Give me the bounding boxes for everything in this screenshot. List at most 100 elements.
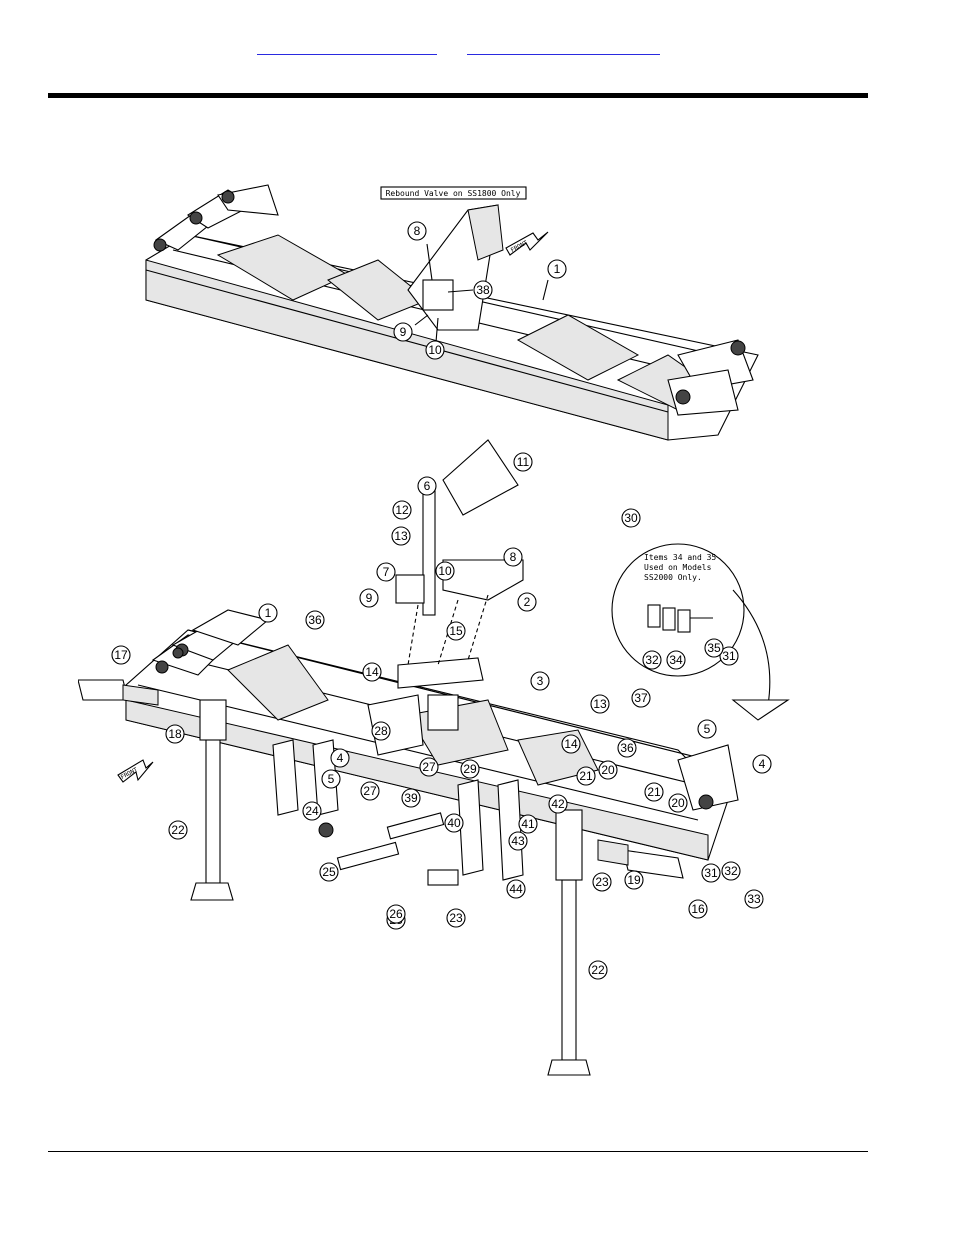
callout-bubble [444,813,464,833]
callout-bubble [752,754,772,774]
callout-bubble [376,562,396,582]
callout-bubble [386,904,406,924]
callout-bubble [666,650,686,670]
items-note-line2: Used on Models [644,563,712,572]
callout-bubble [517,592,537,612]
callout-bubble [392,500,412,520]
callout-bubble [697,719,717,739]
callout-bubble [721,861,741,881]
callout-11: 11 [517,455,530,469]
callout-bubble [530,671,550,691]
callout-19: 19 [627,873,641,887]
callout-10: 10 [438,564,452,578]
callout-25: 25 [322,865,336,879]
callout-13: 13 [593,697,607,711]
callout-3: 3 [537,674,544,688]
callout-bubble [506,879,526,899]
parts-diagram: 8 1 9 10 38 Rebound Valve on SS1800 Only… [78,184,790,1076]
callout-5: 5 [704,722,711,736]
callout-bubble [360,781,380,801]
footer-rule [48,1151,868,1152]
callout-bubble [719,646,739,666]
callout-16: 16 [691,902,705,916]
items-note-line1: Items 34 and 35 [644,553,716,562]
callout-bubble [518,814,538,834]
callout-bubble [617,738,637,758]
callout-bubble [668,793,688,813]
callout-bubble [503,547,523,567]
callout-bubble [513,452,533,472]
callout-23: 23 [449,911,463,925]
callout-2: 2 [524,595,531,609]
callout-8: 8 [510,550,517,564]
callout-29: 29 [463,762,477,776]
callout-32: 32 [645,653,659,667]
callout-44: 44 [509,882,523,896]
callout-17: 17 [114,648,128,662]
callout-37: 37 [634,691,648,705]
callout-13: 13 [394,529,408,543]
callout-bubble [319,862,339,882]
callout-34: 34 [669,653,683,667]
callout-bubble [588,960,608,980]
callout-31: 31 [704,866,718,880]
callout-bubble [576,766,596,786]
callout-7: 7 [383,565,390,579]
callout-41: 41 [521,817,535,831]
nav-link-left[interactable] [257,40,437,55]
callout-42: 42 [551,797,565,811]
callout-bubble [371,721,391,741]
callout-30: 30 [624,511,638,525]
callout-top-8: 8 [414,224,421,238]
callout-bubble [419,757,439,777]
callout-20: 20 [601,763,615,777]
callout-bubble [701,863,721,883]
detail-balloon: Items 34 and 35 Used on Models SS2000 On… [611,543,790,721]
callout-20: 20 [671,796,685,810]
top-callouts: 8 1 9 10 38 Rebound Valve on SS1800 Only… [380,186,567,360]
callout-bubble [330,748,350,768]
callout-12: 12 [395,503,409,517]
callout-22: 22 [591,963,605,977]
callout-bubble [446,621,466,641]
callout-bubble [561,734,581,754]
callout-top-1: 1 [554,262,561,276]
callout-40: 40 [447,816,461,830]
callout-24: 24 [305,804,319,818]
callout-bubble [111,645,131,665]
callout-22: 22 [171,823,185,837]
callout-bubble [631,688,651,708]
callout-28: 28 [374,724,388,738]
callout-bubble [644,782,664,802]
callout-bubble [362,662,382,682]
callout-bubble [359,588,379,608]
callout-4: 4 [337,751,344,765]
header-rule [48,93,868,98]
callout-9: 9 [366,591,373,605]
callout-bubble [302,801,322,821]
callout-top-9: 9 [400,325,407,339]
bottom-assembly-drawing [78,439,739,1076]
callout-bubble [704,638,724,658]
callout-15: 15 [449,624,463,638]
callout-bubble [258,603,278,623]
callout-bubble [391,526,411,546]
callout-bubble [590,694,610,714]
callout-bubble [305,610,325,630]
callout-18: 18 [168,727,182,741]
callout-bubble [592,872,612,892]
callout-bubble [548,794,568,814]
callout-top-38: 38 [476,283,490,297]
callout-5: 5 [328,772,335,786]
callout-32: 32 [724,864,738,878]
callout-bubble [598,760,618,780]
callout-bubble [435,561,455,581]
nav-link-right[interactable] [467,40,660,55]
callout-33: 33 [747,892,761,906]
callout-bubble [417,476,437,496]
callout-21: 21 [579,769,593,783]
callout-39: 39 [404,791,418,805]
callout-35: 35 [707,641,721,655]
callout-bubble [460,759,480,779]
callout-43: 43 [511,834,525,848]
